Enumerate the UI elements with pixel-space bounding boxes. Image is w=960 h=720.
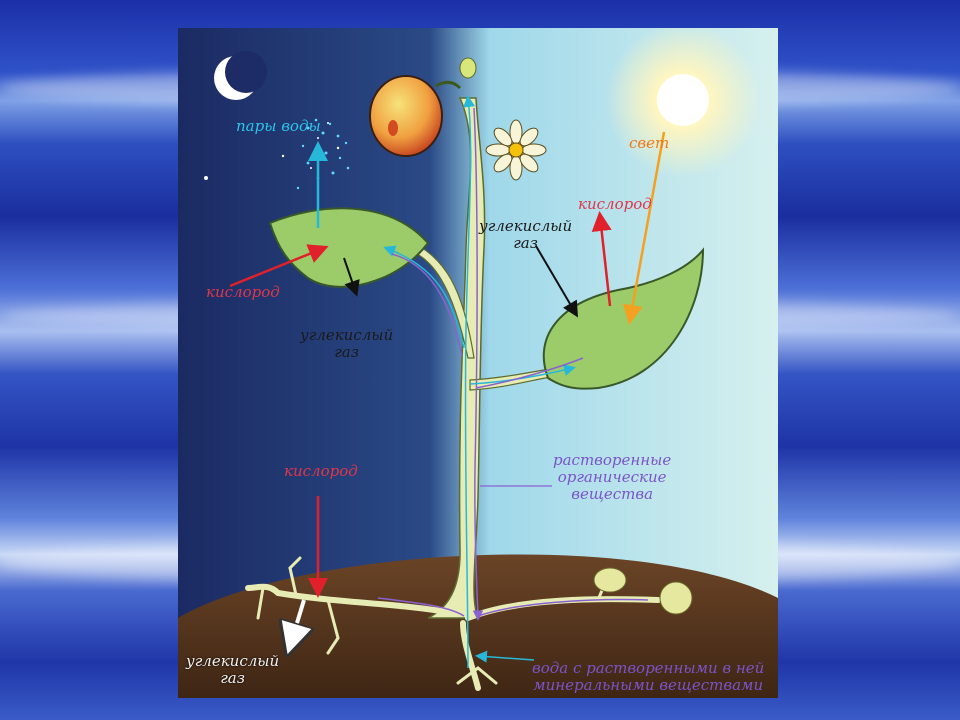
tubers [593,567,693,615]
flower-icon [485,119,547,181]
label-oxygen-day: кислород [578,195,652,213]
co2-night-arrow [343,257,360,297]
flow-lines [377,95,649,669]
light-arrow [622,131,666,325]
stars [204,122,340,180]
label-co2-night: углекислый газ [300,326,394,361]
oxygen-night-arrow [229,244,329,288]
label-light: свет [629,134,670,152]
fruit-icon [369,75,462,157]
root-hairs [256,556,605,685]
label-water-vapor: пары воды [236,117,321,135]
plant-diagram [178,28,778,698]
label-oxygen-night: кислород [206,283,280,301]
label-water-minerals: вода с растворенными в ней минеральными … [532,659,765,694]
sun-icon [605,28,761,178]
water-minerals-arrow [475,650,535,663]
oxygen-day-arrow [591,211,612,307]
label-organic: растворенные органические вещества [553,451,672,503]
moon-icon [214,51,267,100]
bud [459,57,477,79]
label-co2-root: углекислый газ [186,652,280,687]
label-oxygen-soil: кислород [284,462,358,480]
co2-day-arrow [535,245,579,318]
co2-root-arrow [290,599,304,646]
label-co2-day: углекислый газ [479,217,573,252]
branch-left [398,239,475,359]
soil [178,554,778,698]
